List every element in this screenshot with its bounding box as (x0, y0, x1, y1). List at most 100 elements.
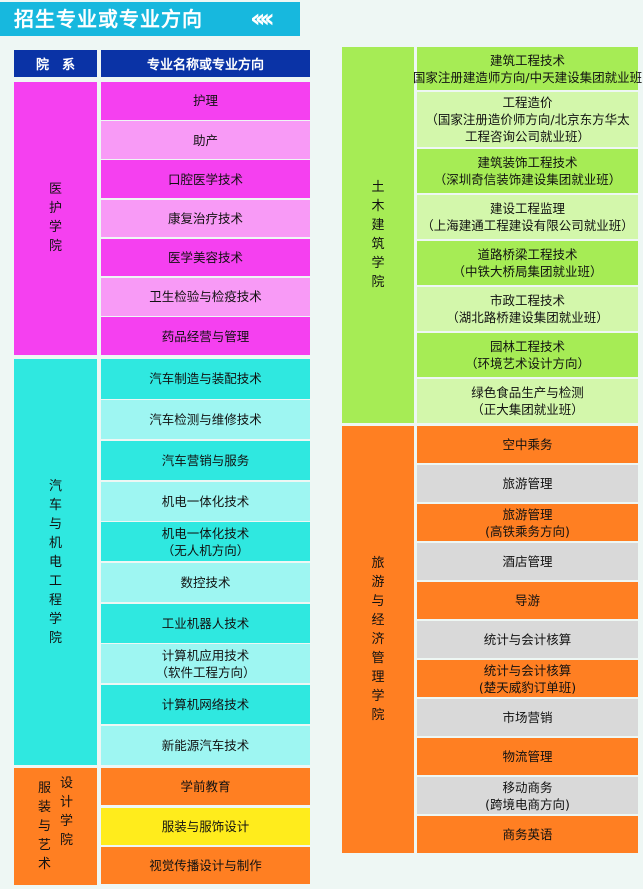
major-cell: 市政工程技术 （湖北路桥建设集团就业班） (417, 287, 638, 331)
major-text: 新能源汽车技术 (161, 737, 250, 753)
college-tourism: 旅 游 与 经 济 管 理 学 院 (342, 426, 414, 853)
major-cell: 绿色食品生产与检测 （正大集团就业班） (417, 379, 638, 423)
major-text: 机电一体化技术 (161, 493, 250, 509)
major-text: 酒店管理 (502, 554, 553, 569)
major-text: （软件工程方向） (155, 664, 256, 680)
major-cell: 建筑装饰工程技术 （深圳奇信装饰建设集团就业班） (417, 149, 638, 193)
major-text: 物流管理 (502, 749, 553, 764)
major-cell: 计算机应用技术（软件工程方向） (101, 644, 310, 684)
major-text: (国家注册建造师方向/中天建设集团就业班) (408, 69, 643, 85)
major-cell: 园林工程技术 （环境艺术设计方向） (417, 333, 638, 377)
major-cell: 服装与服饰设计 (101, 807, 310, 845)
major-text: 助产 (192, 132, 218, 148)
major-text: 旅游管理 (502, 506, 553, 522)
major-text: （中铁大桥局集团就业班） (452, 264, 603, 279)
major-cell: 护理 (101, 82, 310, 120)
college-medical: 医 护 学 院 (14, 82, 97, 355)
major-text: （国家注册造价师方向/北京东方华太 (425, 112, 630, 127)
major-text: （环境艺术设计方向） (464, 356, 590, 371)
college-name: 医 护 学 院 (48, 182, 62, 255)
major-text: 移动商务 (502, 779, 553, 795)
major-cell: 物流管理 (417, 738, 638, 775)
major-text: 康复治疗技术 (167, 210, 243, 226)
major-text: 药品经营与管理 (161, 328, 250, 344)
major-cell: 酒店管理 (417, 543, 638, 580)
major-cell: 道路桥梁工程技术 （中铁大桥局集团就业班） (417, 241, 638, 285)
college-name: 土 木 建 筑 学 院 (371, 180, 385, 290)
major-cell: 工业机器人技术 (101, 603, 310, 643)
major-text: 工业机器人技术 (161, 615, 250, 631)
major-text: 护理 (192, 93, 218, 109)
header-college: 院 系 (14, 50, 97, 77)
major-text: 园林工程技术 (489, 339, 565, 354)
major-text: 统计与会计核算 (483, 662, 572, 678)
college-name: 汽 车 与 机 电 工 程 学 院 (48, 478, 62, 646)
major-text: 建筑装饰工程技术 (477, 155, 578, 170)
major-text: （湖北路桥建设集团就业班） (446, 310, 609, 325)
major-cell: 汽车检测与维修技术 (101, 400, 310, 440)
major-text: 服装与服饰设计 (161, 818, 250, 834)
major-cell: 机电一体化技术 (101, 481, 310, 521)
major-cell: 助产 (101, 121, 310, 159)
major-cell: 统计与会计核算 (417, 621, 638, 658)
major-text: (高铁乘务方向) (485, 523, 570, 539)
major-text: 口腔医学技术 (167, 171, 243, 187)
major-text: 医学美容技术 (167, 250, 243, 266)
major-text: 计算机网络技术 (161, 697, 250, 713)
major-cell: 卫生检验与检疫技术 (101, 278, 310, 316)
major-cell: 旅游管理 (417, 465, 638, 502)
major-cell: 旅游管理(高铁乘务方向) (417, 504, 638, 541)
major-cell: 市场营销 (417, 699, 638, 736)
major-text: （深圳奇信装饰建设集团就业班） (433, 172, 622, 187)
header-major: 专业名称或专业方向 (101, 50, 310, 77)
major-text: 学前教育 (180, 779, 231, 795)
major-text: 汽车检测与维修技术 (149, 412, 262, 428)
major-text: 建设工程监理 (489, 201, 565, 216)
major-text: 道路桥梁工程技术 (477, 247, 578, 262)
major-text: 旅游管理 (502, 476, 553, 491)
college-auto: 汽 车 与 机 电 工 程 学 院 (14, 359, 97, 765)
major-cell: 商务英语 (417, 816, 638, 853)
major-cell: 汽车制造与装配技术 (101, 359, 310, 399)
major-text: 导游 (514, 593, 540, 608)
major-text: 市政工程技术 (489, 293, 565, 308)
major-text: （无人机方向） (161, 542, 250, 558)
title-bar (0, 2, 300, 36)
major-cell: 新能源汽车技术 (101, 725, 310, 765)
major-text: (跨境电商方向) (485, 796, 570, 812)
major-text: （正大集团就业班） (471, 402, 584, 417)
college-name: 服 装 与 艺 术 (37, 781, 51, 873)
major-cell: 医学美容技术 (101, 238, 310, 277)
major-text: 机电一体化技术 (161, 525, 250, 541)
major-text: 绿色食品生产与检测 (471, 385, 584, 400)
major-text: 空中乘务 (502, 437, 553, 452)
major-cell: 导游 (417, 582, 638, 619)
major-cell: 康复治疗技术 (101, 199, 310, 238)
major-cell: 建设工程监理 （上海建通工程建设有限公司就业班） (417, 195, 638, 239)
major-cell: 统计与会计核算(楚天威豹订单班) (417, 660, 638, 697)
major-cell: 药品经营与管理 (101, 317, 310, 355)
major-text: 建筑工程技术 (489, 52, 565, 68)
page-title: 招生专业或专业方向 (14, 7, 203, 31)
college-design: 服 装 与 艺 术设 计 学 院 (14, 768, 97, 886)
major-cell: 建筑工程技术(国家注册建造师方向/中天建设集团就业班) (408, 47, 643, 90)
major-cell: 工程造价 （国家注册造价师方向/北京东方华太工程咨询公司就业班） (417, 92, 638, 147)
major-text: 工程咨询公司就业班） (464, 129, 590, 144)
major-text: 工程造价 (502, 95, 553, 110)
major-text: （上海建通工程建设有限公司就业班） (421, 218, 634, 233)
major-text: 市场营销 (502, 710, 553, 725)
major-text: 数控技术 (180, 574, 231, 590)
major-text: 卫生检验与检疫技术 (149, 289, 262, 305)
major-text: (楚天威豹订单班) (478, 679, 577, 695)
major-cell: 移动商务(跨境电商方向) (417, 777, 638, 814)
major-cell: 学前教育 (101, 768, 310, 806)
college-civil: 土 木 建 筑 学 院 (342, 47, 414, 423)
major-cell: 空中乘务 (417, 426, 638, 463)
major-text: 计算机应用技术 (161, 647, 250, 663)
college-name: 设 计 学 院 (59, 775, 73, 848)
major-text: 视觉传播设计与制作 (149, 858, 262, 874)
major-cell: 汽车营销与服务 (101, 440, 310, 480)
major-cell: 机电一体化技术（无人机方向） (101, 522, 310, 562)
major-cell: 口腔医学技术 (101, 160, 310, 199)
major-cell: 计算机网络技术 (101, 685, 310, 725)
